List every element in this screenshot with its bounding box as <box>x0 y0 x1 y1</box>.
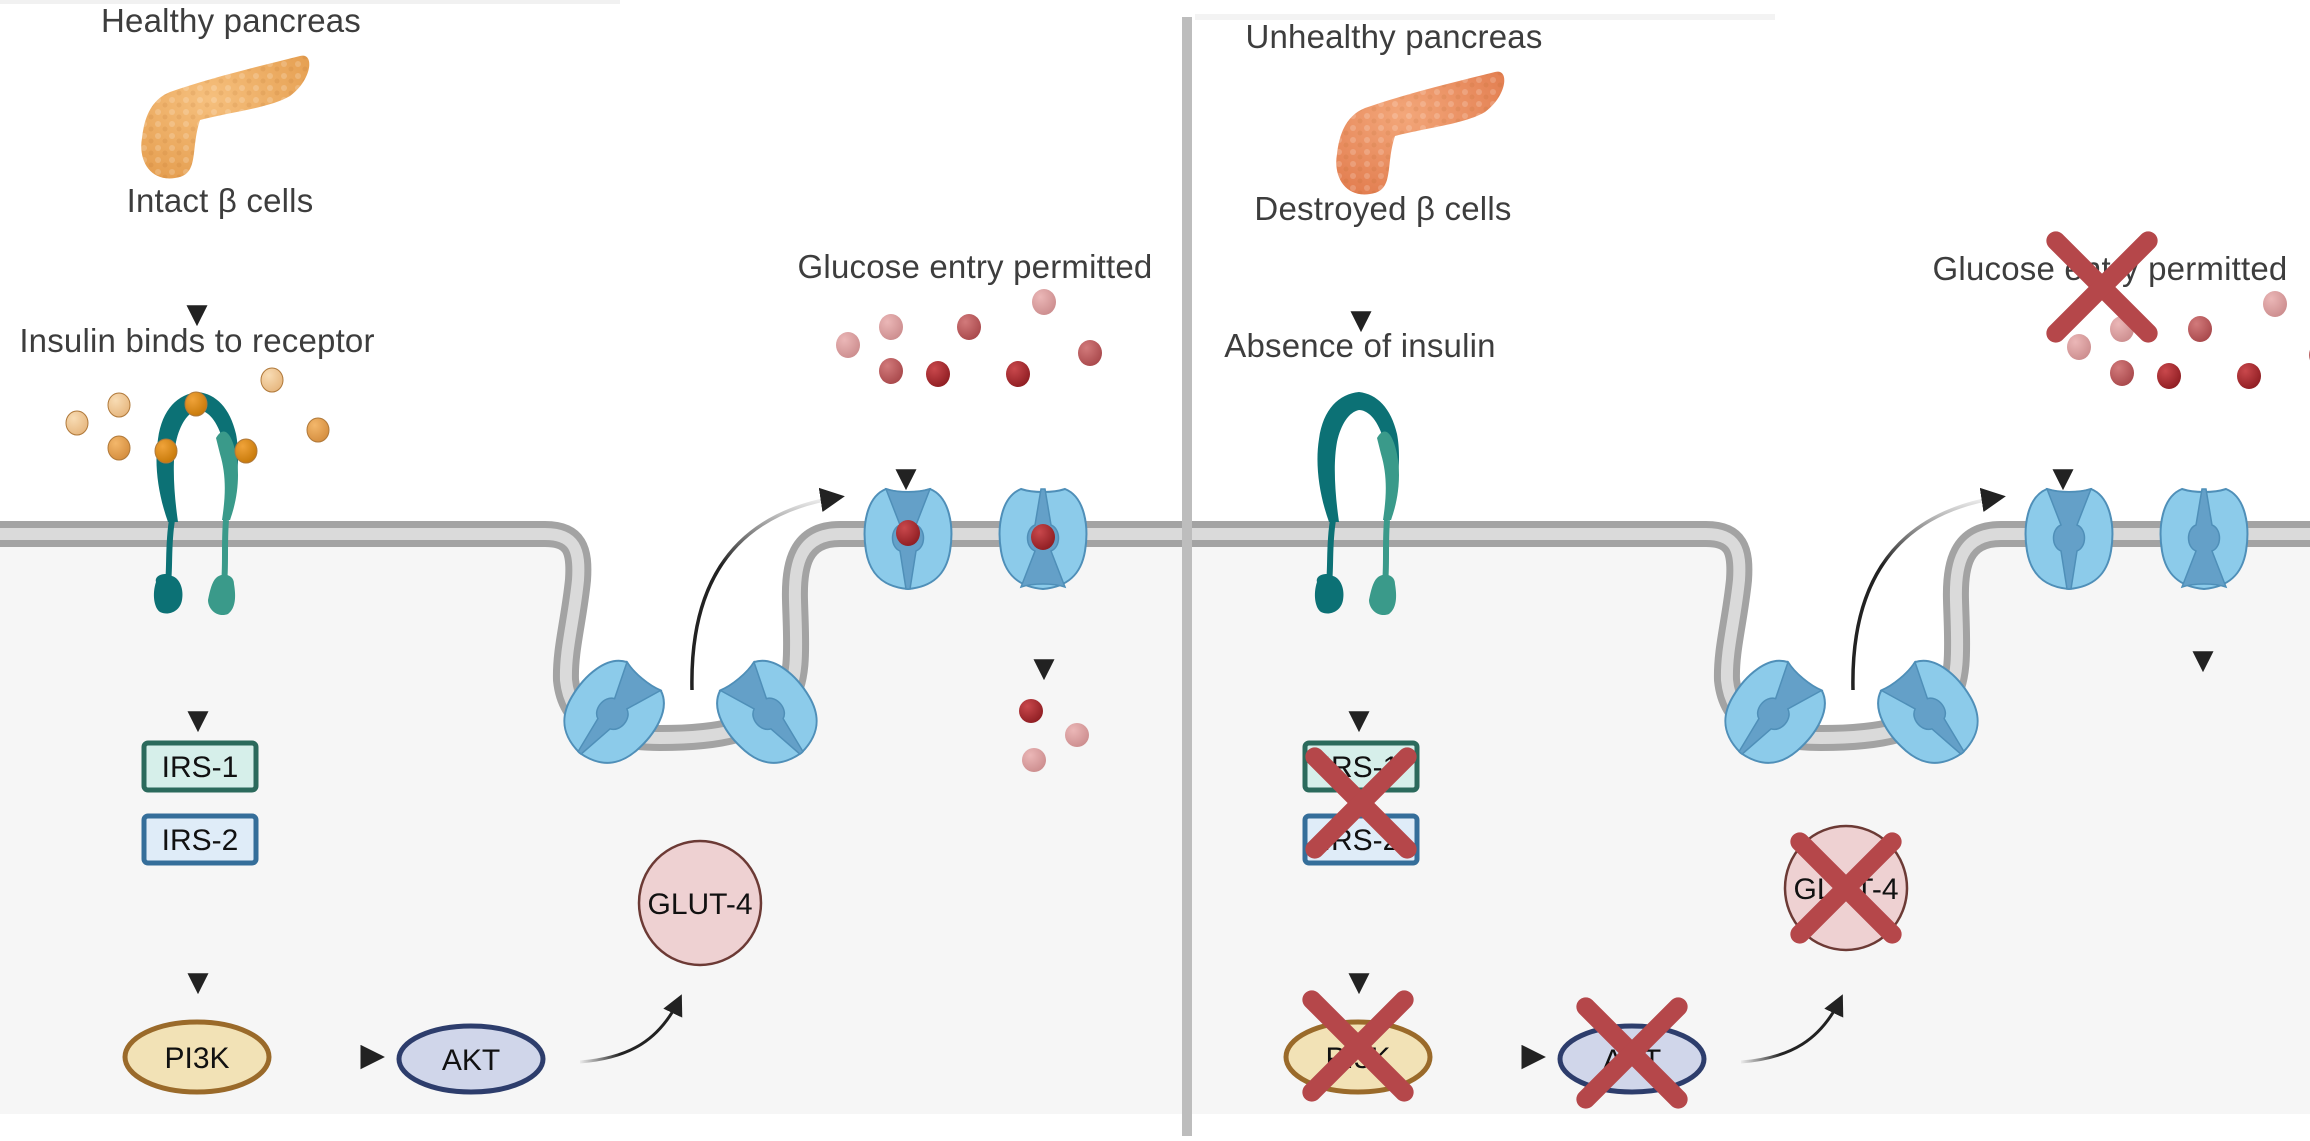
glucose-molecule-icon <box>896 520 920 546</box>
unhealthy-pancreas-title: Unhealthy pancreas <box>1245 18 1543 55</box>
arrow-akt-to-glut4 <box>1740 994 1844 1064</box>
destroyed-beta-cells-label: Destroyed β cells <box>1254 190 1512 227</box>
glut4-label: GLUT-4 <box>647 888 752 921</box>
glucose-molecule-icon <box>2110 316 2134 342</box>
glucose-molecule-icon <box>836 332 860 358</box>
glucose-molecule-icon <box>1032 289 1056 315</box>
insulin-molecule-icon <box>107 435 131 461</box>
pi3k-ellipse <box>122 1019 272 1095</box>
glucose-molecule-icon <box>2263 291 2287 317</box>
glucose-molecule-icon <box>879 314 903 340</box>
glucose-molecule-icon <box>1078 340 1102 366</box>
glucose-molecule-icon <box>1031 524 1055 550</box>
akt-label: AKT <box>442 1044 500 1077</box>
irs2-box <box>141 813 259 866</box>
insulin-molecule-icon <box>65 410 89 436</box>
pancreas-texture <box>1336 71 1505 195</box>
arrow-translocation <box>1851 487 2006 691</box>
glucose-molecule-icon <box>926 361 950 387</box>
insulin-molecule-icon <box>154 438 178 464</box>
pi3k-label: PI3K <box>164 1042 229 1075</box>
insulin-molecule-icon <box>306 417 330 443</box>
akt-ellipse <box>396 1023 546 1095</box>
cytoplasm <box>0 534 1182 1114</box>
top-shade-right <box>1195 14 1775 20</box>
panel-divider <box>1182 17 1192 1136</box>
top-shade-left <box>0 0 620 4</box>
cell-membrane-core <box>0 528 1182 745</box>
glucose-molecule-icon <box>1065 723 1089 747</box>
pancreas-icon <box>141 55 310 179</box>
glucose-molecule-icon <box>1006 361 1030 387</box>
cell-membrane-core <box>1161 528 2310 745</box>
glut4-node: GLUT-4 <box>637 839 763 967</box>
glucose-molecule-icon <box>1019 699 1043 723</box>
irs1-box <box>141 740 259 793</box>
glucose-molecule-icon <box>879 358 903 384</box>
glut4-transporter-icon <box>2159 488 2249 590</box>
cytoplasm <box>1161 534 2310 1114</box>
pancreas-icon <box>1336 71 1505 195</box>
pancreas-texture <box>141 55 310 179</box>
glut4-ellipse <box>637 839 763 967</box>
healthy-pancreas-title: Healthy pancreas <box>100 2 362 39</box>
arrow-akt-to-glut4 <box>579 994 683 1064</box>
glut4-transporter-icon <box>2024 488 2114 590</box>
irs1-label: IRS-1 <box>162 751 239 784</box>
irs1-node: IRS-1 <box>141 740 259 793</box>
glucose-molecule-icon <box>957 314 981 340</box>
insulin-molecule-icon <box>107 392 131 418</box>
insulin-molecule-icon <box>260 367 284 393</box>
glucose-molecule-icon <box>2067 334 2091 360</box>
irs2-label: IRS-2 <box>162 824 239 857</box>
glucose-molecule-icon <box>2110 360 2134 386</box>
insulin-molecule-icon <box>184 391 208 417</box>
akt-node: AKT <box>396 1023 546 1095</box>
insulin-binds-label: Insulin binds to receptor <box>19 322 375 359</box>
glucose-molecule-icon <box>2237 363 2261 389</box>
absence-of-insulin-label: Absence of insulin <box>1224 327 1496 364</box>
irs2-node: IRS-2 <box>141 813 259 866</box>
arrow-translocation <box>690 487 845 691</box>
glucose-molecule-icon <box>2188 316 2212 342</box>
glucose-entry-blocked-label: Glucose entry permitted <box>1932 250 2288 287</box>
glucose-molecule-icon <box>2157 363 2181 389</box>
insulin-molecule-icon <box>234 438 258 464</box>
glucose-molecule-icon <box>1022 748 1046 772</box>
pi3k-node: PI3K <box>122 1019 272 1095</box>
glucose-entry-label: Glucose entry permitted <box>797 248 1153 285</box>
intact-beta-cells-label: Intact β cells <box>126 182 314 219</box>
